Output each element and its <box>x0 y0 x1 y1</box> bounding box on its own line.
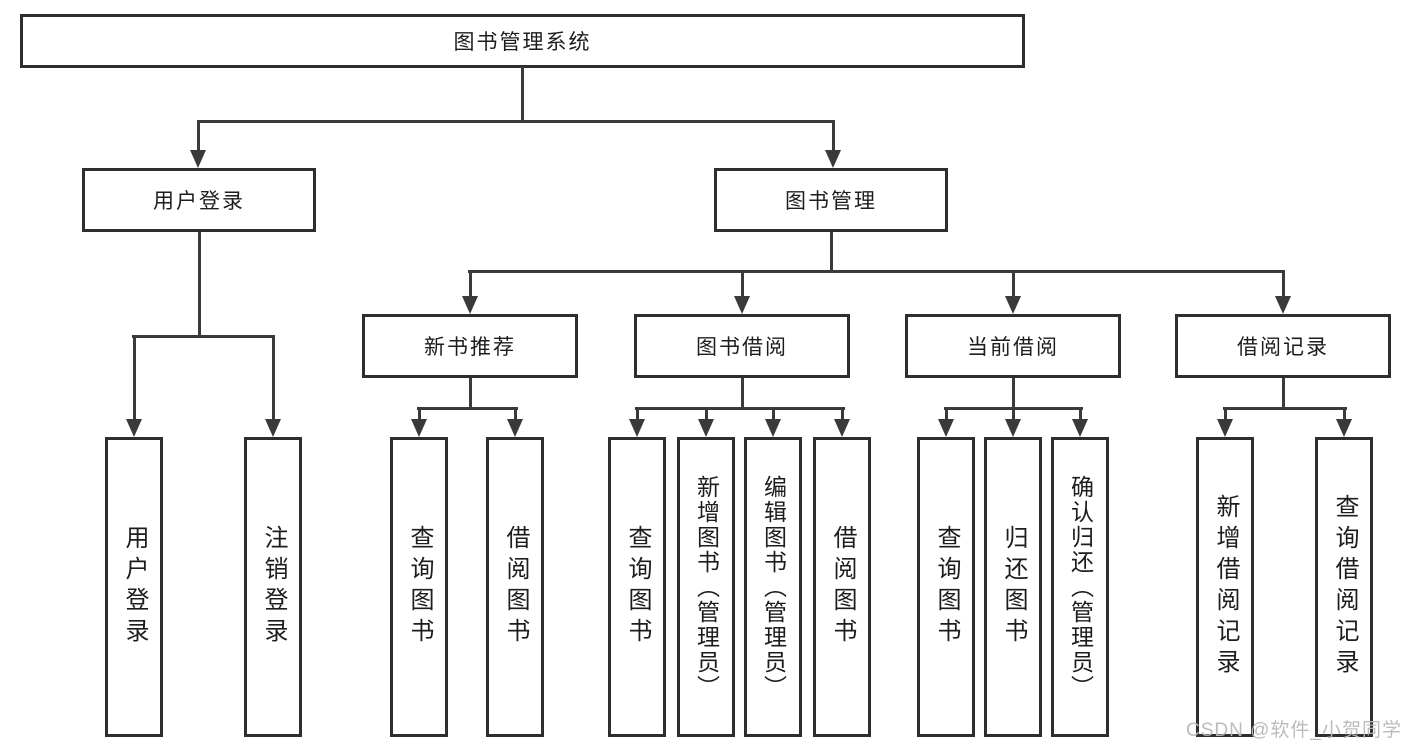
arrow-to-current-borrow <box>1005 270 1021 314</box>
node-borrow-records-label: 借阅记录 <box>1237 336 1329 359</box>
node-user-login-label: 用户登录 <box>153 190 245 213</box>
leaf-borrow-books-label: 借阅图书 <box>829 525 856 649</box>
connector-level3-rail <box>468 270 1285 273</box>
connector-current-drop <box>1012 378 1015 407</box>
arrow-to-leaf-borrow-books-recommend <box>507 407 523 437</box>
connector-level2-rail <box>197 120 835 123</box>
arrow-to-leaf-query-books-borrow <box>629 407 645 437</box>
node-user-login: 用户登录 <box>82 168 316 232</box>
leaf-add-borrow-record: 新增借阅记录 <box>1196 437 1254 737</box>
leaf-query-books-current: 查询图书 <box>917 437 975 737</box>
leaf-logout: 注销登录 <box>244 437 302 737</box>
connector-records-rail <box>1223 407 1347 410</box>
node-new-book-recommend: 新书推荐 <box>362 314 578 378</box>
arrow-to-book-management <box>825 120 841 168</box>
arrow-to-leaf-query-books-current <box>938 407 954 437</box>
connector-borrow-rail <box>635 407 845 410</box>
leaf-return-book-label: 归还图书 <box>1000 525 1027 649</box>
connector-recommend-rail <box>417 407 518 410</box>
arrow-to-new-book-recommend <box>462 270 478 314</box>
connector-records-drop <box>1282 378 1285 407</box>
leaf-confirm-return-admin: 确认归还（管理员） <box>1051 437 1109 737</box>
leaf-edit-book-admin-label: 编辑图书（管理员） <box>760 474 787 700</box>
connector-recommend-drop <box>469 378 472 407</box>
node-current-borrow: 当前借阅 <box>905 314 1121 378</box>
connector-borrow-drop <box>741 378 744 407</box>
arrow-to-leaf-user-login <box>126 335 142 437</box>
arrow-to-leaf-confirm-return-admin <box>1072 407 1088 437</box>
leaf-user-login-label: 用户登录 <box>121 525 148 649</box>
arrow-to-leaf-borrow-books <box>834 407 850 437</box>
leaf-logout-label: 注销登录 <box>260 525 287 649</box>
leaf-borrow-books-recommend: 借阅图书 <box>486 437 544 737</box>
leaf-query-borrow-record: 查询借阅记录 <box>1315 437 1373 737</box>
leaf-add-borrow-record-label: 新增借阅记录 <box>1212 494 1239 680</box>
leaf-confirm-return-admin-label: 确认归还（管理员） <box>1067 474 1094 700</box>
connector-userlogin-rail <box>132 335 275 338</box>
node-borrow-records: 借阅记录 <box>1175 314 1391 378</box>
node-current-borrow-label: 当前借阅 <box>967 336 1059 359</box>
leaf-query-borrow-record-label: 查询借阅记录 <box>1331 494 1358 680</box>
connector-root-drop <box>521 66 524 120</box>
arrow-to-book-borrow <box>734 270 750 314</box>
arrow-to-leaf-return-book <box>1005 407 1021 437</box>
arrow-to-user-login <box>190 120 206 168</box>
arrow-to-leaf-add-borrow-record <box>1217 407 1233 437</box>
connector-bookmgmt-drop <box>830 232 833 270</box>
arrow-to-borrow-records <box>1275 270 1291 314</box>
leaf-query-books-current-label: 查询图书 <box>933 525 960 649</box>
arrow-to-leaf-query-books-recommend <box>411 407 427 437</box>
leaf-borrow-books-recommend-label: 借阅图书 <box>502 525 529 649</box>
node-book-borrow: 图书借阅 <box>634 314 850 378</box>
leaf-user-login: 用户登录 <box>105 437 163 737</box>
leaf-return-book: 归还图书 <box>984 437 1042 737</box>
leaf-add-book-admin: 新增图书（管理员） <box>677 437 735 737</box>
arrow-to-leaf-logout <box>265 335 281 437</box>
node-root: 图书管理系统 <box>20 14 1025 68</box>
node-book-borrow-label: 图书借阅 <box>696 336 788 359</box>
node-new-book-recommend-label: 新书推荐 <box>424 336 516 359</box>
leaf-query-books-recommend-label: 查询图书 <box>406 525 433 649</box>
leaf-add-book-admin-label: 新增图书（管理员） <box>693 474 720 700</box>
node-root-label: 图书管理系统 <box>453 31 592 54</box>
leaf-query-books-recommend: 查询图书 <box>390 437 448 737</box>
arrow-to-leaf-add-book-admin <box>698 407 714 437</box>
connector-userlogin-drop <box>198 232 201 335</box>
node-book-management-label: 图书管理 <box>785 190 877 213</box>
leaf-borrow-books: 借阅图书 <box>813 437 871 737</box>
leaf-edit-book-admin: 编辑图书（管理员） <box>744 437 802 737</box>
leaf-query-books-borrow: 查询图书 <box>608 437 666 737</box>
leaf-query-books-borrow-label: 查询图书 <box>624 525 651 649</box>
csdn-watermark: CSDN @软件_小贺同学 <box>1186 720 1402 741</box>
arrow-to-leaf-query-borrow-record <box>1336 407 1352 437</box>
node-book-management: 图书管理 <box>714 168 948 232</box>
arrow-to-leaf-edit-book-admin <box>765 407 781 437</box>
